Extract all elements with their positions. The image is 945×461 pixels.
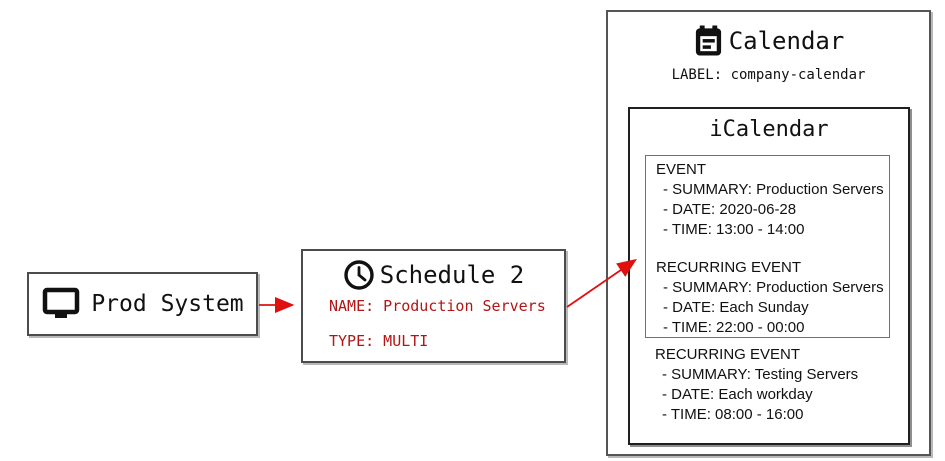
calendar-label: LABEL: company-calendar [671,67,866,83]
icalendar-node: iCalendar EVENT - SUMMARY: Production Se… [628,107,910,445]
event-time: - TIME: 08:00 - 16:00 [662,406,804,423]
icalendar-title: iCalendar [709,117,829,142]
event-summary: - SUMMARY: Production Servers [663,279,884,296]
event-summary: - SUMMARY: Testing Servers [662,366,859,383]
event-time: - TIME: 13:00 - 14:00 [663,221,805,238]
schedule-node: Schedule 2 NAME: Production Servers TYPE… [301,249,566,363]
schedule-name-attribute: NAME: Production Servers [329,297,546,315]
calendar-node: Calendar LABEL: company-calendar iCalend… [606,10,931,456]
event-block: RECURRING EVENT - SUMMARY: Testing Serve… [655,345,858,425]
event-kind: RECURRING EVENT [656,259,802,276]
monitor-icon [41,286,81,322]
clock-icon [343,259,375,291]
event-block: RECURRING EVENT - SUMMARY: Production Se… [656,258,889,338]
schedule-type-attribute: TYPE: MULTI [329,332,429,350]
event-time: - TIME: 22:00 - 00:00 [663,319,805,336]
schedule-title: Schedule 2 [379,261,525,289]
event-summary: - SUMMARY: Production Servers [663,181,884,198]
event-date: - DATE: 2020-06-28 [663,201,797,218]
calendar-title: Calendar [728,27,845,55]
prod-system-node: Prod System [27,272,258,336]
event-date: - DATE: Each workday [662,386,813,403]
event-date: - DATE: Each Sunday [663,299,809,316]
event-kind: EVENT [656,161,707,178]
event-kind: RECURRING EVENT [655,346,801,363]
calendar-icon [693,24,724,58]
event-block: EVENT - SUMMARY: Production Servers - DA… [656,160,889,240]
highlighted-events-box: EVENT - SUMMARY: Production Servers - DA… [645,155,890,338]
schedule-title-row: Schedule 2 [303,259,564,291]
calendar-title-row: Calendar [608,24,929,58]
prod-system-title: Prod System [91,291,244,317]
